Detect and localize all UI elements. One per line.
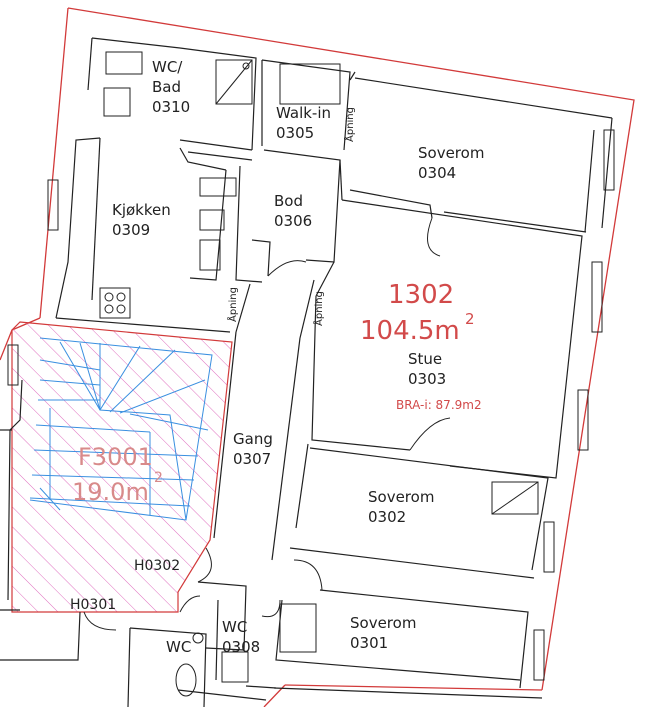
bathtub-icon [105, 51, 143, 75]
svg-text:Bad: Bad [152, 78, 181, 96]
room-wc-lower: WC [166, 638, 191, 656]
apartment-outline [0, 7, 635, 707]
svg-text:Soverom: Soverom [418, 144, 484, 162]
apartment-number: 1302 [388, 280, 454, 310]
svg-text:0305: 0305 [276, 124, 314, 142]
room-bod: Bod 0306 [274, 192, 312, 230]
door-code-h0301: H0301 [70, 597, 116, 613]
svg-text:Bod: Bod [274, 192, 303, 210]
svg-text:WC/: WC/ [152, 58, 183, 76]
room-walk-in: Walk-in 0305 [276, 104, 331, 142]
room-soverom-0301: Soverom 0301 [350, 614, 416, 652]
room-wc-bad: WC/ Bad 0310 [152, 58, 190, 116]
svg-text:Stue: Stue [408, 350, 442, 368]
stair-area-exp: 2 [154, 470, 163, 486]
opening-label: Åpning [312, 291, 325, 326]
room-soverom-0304: Soverom 0304 [418, 144, 484, 182]
doors [83, 217, 451, 631]
stair-code: F3001 [78, 443, 153, 471]
svg-text:Kjøkken: Kjøkken [112, 201, 171, 219]
walls [0, 37, 613, 707]
svg-text:WC: WC [222, 618, 247, 636]
apartment-area: 104.5m [360, 316, 460, 346]
svg-text:0310: 0310 [152, 98, 190, 116]
room-wc-0308: WC 0308 [222, 618, 260, 656]
room-gang: Gang 0307 [233, 430, 273, 468]
svg-text:0302: 0302 [368, 508, 406, 526]
stair-area: 19.0m [72, 478, 149, 506]
svg-text:0304: 0304 [418, 164, 456, 182]
svg-text:0306: 0306 [274, 212, 312, 230]
svg-text:Gang: Gang [233, 430, 273, 448]
svg-text:WC: WC [166, 638, 191, 656]
door-code-h0302: H0302 [134, 558, 180, 574]
svg-text:0308: 0308 [222, 638, 260, 656]
svg-text:0309: 0309 [112, 221, 150, 239]
sink-icon [199, 177, 237, 197]
room-soverom-0302: Soverom 0302 [368, 488, 434, 526]
stair-lines [29, 337, 213, 521]
opening-label: Åpning [226, 287, 239, 322]
stove-icon [99, 287, 131, 319]
room-stue: Stue 0303 [408, 350, 446, 388]
toilet-icon [103, 87, 131, 117]
svg-text:Soverom: Soverom [368, 488, 434, 506]
svg-text:0307: 0307 [233, 450, 271, 468]
stair-core [11, 321, 233, 613]
fixtures [99, 51, 539, 697]
apartment-area-exp: 2 [465, 310, 475, 328]
svg-text:0303: 0303 [408, 370, 446, 388]
room-kjokken: Kjøkken 0309 [112, 201, 171, 239]
shower-icon [215, 59, 253, 105]
bra-i-label: BRA-i: 87.9m2 [396, 398, 482, 412]
dishwasher-icon [199, 209, 225, 231]
svg-text:Walk-in: Walk-in [276, 104, 331, 122]
windows [7, 129, 615, 681]
svg-text:0301: 0301 [350, 634, 388, 652]
svg-text:Soverom: Soverom [350, 614, 416, 632]
opening-label: Åpning [343, 107, 356, 142]
